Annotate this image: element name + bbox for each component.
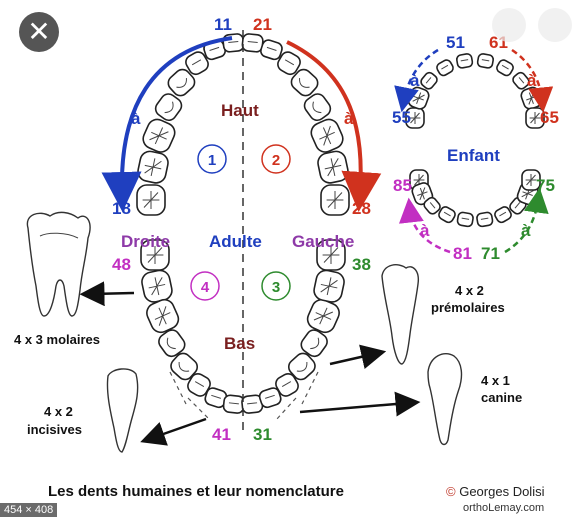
- quadrant-3-label: 3: [272, 279, 280, 296]
- premolar-illustration: [382, 265, 418, 364]
- molar-tooth: [136, 150, 170, 185]
- label-adulte: Adulte: [209, 232, 262, 251]
- label-bas: Bas: [224, 334, 255, 353]
- adult-to-word-red: à: [344, 109, 354, 128]
- quadrant-3: 3: [262, 272, 290, 300]
- molar-tooth: [140, 269, 174, 304]
- canine-illustration: [428, 354, 461, 445]
- tooth-number-31: 31: [253, 425, 272, 444]
- molar-tooth: [137, 185, 165, 215]
- label-droite: Droite: [121, 232, 170, 251]
- molar-tooth: [312, 269, 346, 304]
- incisor-tooth: [495, 58, 514, 77]
- copyright-symbol: ©: [446, 484, 456, 499]
- tooth-number-81: 81: [453, 244, 472, 263]
- previous-image-button[interactable]: [492, 8, 526, 42]
- molar-tooth: [140, 116, 178, 155]
- next-image-button[interactable]: [538, 8, 572, 42]
- incisor-pointer: [152, 419, 206, 438]
- incisor-tooth: [419, 71, 439, 91]
- incisor-tooth: [477, 53, 494, 68]
- incisor-illustration: [107, 369, 137, 452]
- tooth-number-65: 65: [540, 108, 559, 127]
- image-size-badge: 454 × 408: [0, 503, 57, 517]
- child-upper-arch: [406, 53, 544, 128]
- adult-to-word-blue: à: [131, 109, 141, 128]
- incisors-label: incisives: [27, 422, 82, 437]
- premolars-label: prémolaires: [431, 300, 505, 315]
- quadrant-4-label: 4: [201, 279, 210, 296]
- molar-illustration: [27, 212, 90, 316]
- molar-tooth: [144, 297, 182, 336]
- tooth-number-75: 75: [536, 176, 555, 195]
- quadrant-2: 2: [262, 145, 290, 173]
- author-name: Georges Dolisi: [459, 484, 544, 499]
- canine-label: canine: [481, 390, 522, 405]
- canine-pointer: [300, 403, 408, 412]
- label-enfant: Enfant: [447, 146, 500, 165]
- tooth-number-85: 85: [393, 176, 412, 195]
- canine-count: 4 x 1: [481, 373, 510, 388]
- tooth-number-38: 38: [352, 255, 371, 274]
- quadrant-4: 4: [191, 272, 219, 300]
- child-to-word-red: à: [527, 71, 537, 90]
- molar-tooth: [316, 150, 350, 185]
- tooth-number-48: 48: [112, 255, 131, 274]
- tooth-number-28: 28: [352, 199, 371, 218]
- label-haut: Haut: [221, 101, 259, 120]
- tooth-number-11: 11: [214, 15, 232, 34]
- premolar-pointer: [330, 354, 374, 364]
- incisor-tooth: [223, 33, 245, 52]
- quadrant-1-label: 1: [208, 152, 216, 169]
- incisor-tooth: [456, 53, 473, 68]
- caption-title: Les dents humaines et leur nomenclature: [48, 483, 344, 500]
- incisors-count: 4 x 2: [44, 404, 73, 419]
- premolars-count: 4 x 2: [455, 283, 484, 298]
- tooth-number-41: 41: [212, 425, 231, 444]
- tooth-number-71: 71: [481, 244, 500, 263]
- tooth-number-21: 21: [253, 15, 272, 34]
- label-gauche: Gauche: [292, 232, 354, 251]
- molar-tooth: [308, 116, 346, 155]
- molar-tooth: [321, 185, 349, 215]
- close-icon: ✕: [27, 18, 50, 46]
- tooth-number-55: 55: [392, 108, 411, 127]
- quadrant-2-label: 2: [272, 152, 280, 169]
- tooth-number-18: 18: [112, 199, 131, 218]
- incisor-tooth: [476, 212, 493, 227]
- incisor-tooth: [435, 58, 454, 77]
- caption-author: © Georges Dolisi: [446, 484, 544, 499]
- molars-count: 4 x 3 molaires: [14, 332, 100, 347]
- child-to-word-magenta: à: [420, 221, 430, 240]
- quadrant-1: 1: [198, 145, 226, 173]
- molar-pointer: [92, 293, 134, 294]
- incisor-tooth: [457, 212, 474, 227]
- tooth-number-51: 51: [446, 33, 465, 52]
- molar-tooth: [305, 297, 343, 336]
- close-button[interactable]: ✕: [19, 12, 59, 52]
- child-lower-arch: [410, 170, 540, 227]
- caption-site: orthoLemay.com: [463, 502, 544, 514]
